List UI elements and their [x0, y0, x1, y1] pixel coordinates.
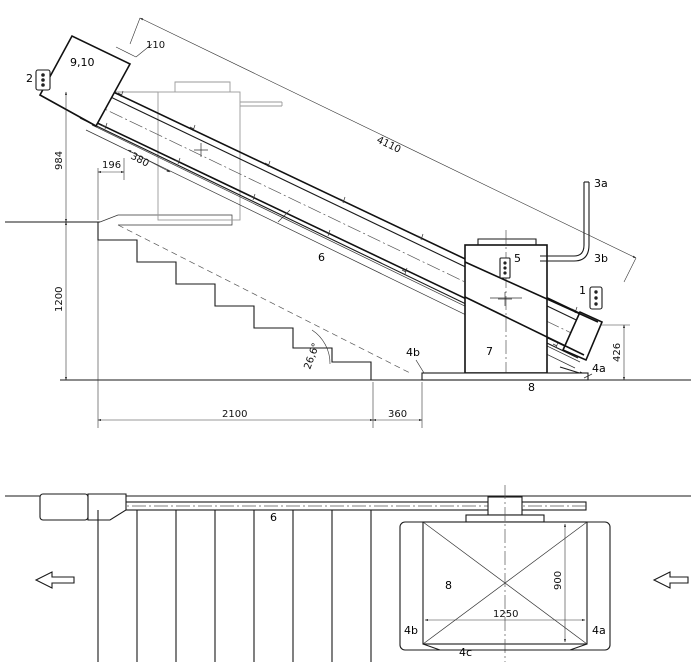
lift-carriage-7: 7 [464, 230, 548, 380]
dim-360-text: 360 [388, 409, 407, 420]
plan-label-4c: 4c [459, 646, 472, 659]
dim-196-text: 196 [102, 160, 121, 171]
plan-drive-unit [39, 493, 89, 521]
label-8: 8 [528, 381, 535, 394]
drive-unit-9-10: 9,10 [38, 34, 132, 128]
side-view: 9,10 2 7 5 [5, 17, 691, 428]
dim-110-text: 110 [146, 40, 165, 51]
dim-380-text: 380 [129, 151, 151, 170]
label-6: 6 [318, 251, 325, 264]
call-station-icon [589, 286, 603, 310]
base-plate-8 [421, 372, 589, 381]
stair-pitch-line [117, 224, 413, 375]
dim-2100-text: 2100 [222, 409, 247, 420]
plan-dim-1250: 1250 [493, 609, 518, 620]
plan-stair-treads [97, 510, 372, 662]
plan-label-4a: 4a [592, 624, 606, 637]
label-9-10: 9,10 [70, 56, 95, 69]
plan-view: 6 7 8 900 [5, 485, 691, 662]
label-4b: 4b [406, 346, 420, 359]
plan-label-8: 8 [445, 579, 452, 592]
dim-196: 196 [97, 158, 125, 220]
label-7: 7 [486, 345, 493, 358]
dim-angle-text: 26,6° [302, 342, 322, 371]
label-3a: 3a [594, 177, 608, 190]
label-1: 1 [579, 284, 586, 297]
dim-stair-run: 2100 360 [97, 240, 423, 428]
staircase-steps [97, 222, 372, 380]
dim-angle: 26,6° [302, 329, 331, 371]
dim-380: 380 [127, 149, 171, 173]
dim-984-text: 984 [54, 151, 65, 170]
plan-label-4b: 4b [404, 624, 418, 637]
direction-arrow-icon [34, 571, 75, 589]
direction-arrow-icon [652, 571, 689, 589]
dim-1200-text: 1200 [54, 287, 65, 312]
dim-426-text: 426 [612, 343, 623, 362]
dim-426: 426 [600, 324, 630, 381]
plan-dim-900: 900 [553, 571, 564, 590]
rail-end-cap [561, 310, 604, 362]
label-4a: 4a [592, 362, 606, 375]
control-panel-icon [499, 257, 511, 279]
plan-label-6: 6 [270, 511, 277, 524]
call-station-icon [35, 69, 51, 91]
dim-1200: 1200 [54, 221, 68, 381]
plan-platform-8: 8 [399, 485, 611, 662]
dim-984: 984 [54, 91, 68, 223]
dim-top-offset: 110 [115, 40, 165, 58]
label-5: 5 [514, 252, 521, 265]
label-2: 2 [26, 72, 33, 85]
label-3b: 3b [594, 252, 608, 265]
